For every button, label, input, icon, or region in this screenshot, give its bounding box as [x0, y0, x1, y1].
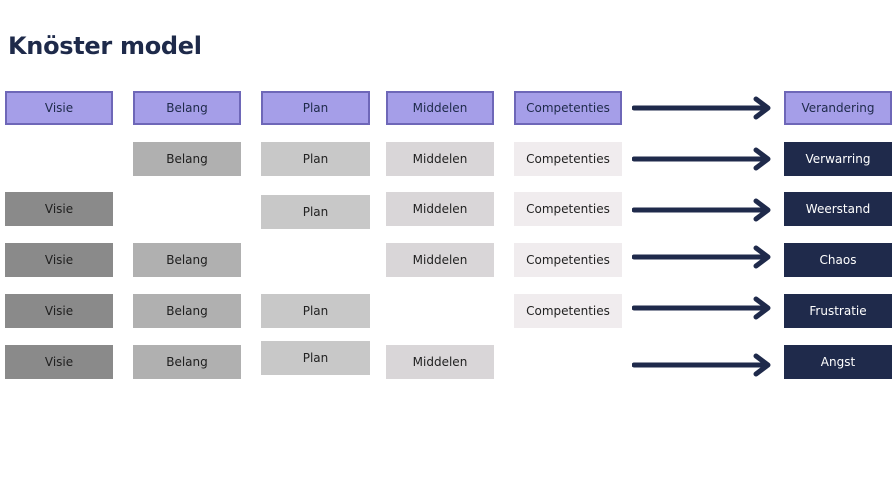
cell-visie: Visie [5, 243, 113, 277]
header-plan: Plan [261, 91, 370, 125]
arrow-icon [632, 96, 771, 120]
header-competenties: Competenties [514, 91, 622, 125]
cell-middelen: Middelen [386, 243, 494, 277]
cell-plan: Plan [261, 195, 370, 229]
cell-belang: Belang [133, 243, 241, 277]
header-belang: Belang [133, 91, 241, 125]
cell-middelen: Middelen [386, 192, 494, 226]
cell-competenties: Competenties [514, 192, 622, 226]
outcome-verwarring: Verwarring [784, 142, 892, 176]
cell-visie: Visie [5, 192, 113, 226]
cell-competenties: Competenties [514, 294, 622, 328]
outcome-angst: Angst [784, 345, 892, 379]
cell-middelen: Middelen [386, 142, 494, 176]
cell-plan: Plan [261, 142, 370, 176]
outcome-weerstand: Weerstand [784, 192, 892, 226]
page-title: Knöster model [8, 32, 202, 60]
cell-visie: Visie [5, 345, 113, 379]
cell-belang: Belang [133, 345, 241, 379]
header-middelen: Middelen [386, 91, 494, 125]
cell-belang: Belang [133, 142, 241, 176]
cell-belang: Belang [133, 294, 241, 328]
cell-visie: Visie [5, 294, 113, 328]
cell-middelen: Middelen [386, 345, 494, 379]
cell-plan: Plan [261, 294, 370, 328]
arrow-icon [632, 198, 771, 222]
cell-competenties: Competenties [514, 243, 622, 277]
arrow-icon [632, 147, 771, 171]
arrow-icon [632, 296, 771, 320]
header-visie: Visie [5, 91, 113, 125]
cell-competenties: Competenties [514, 142, 622, 176]
outcome-chaos: Chaos [784, 243, 892, 277]
arrow-icon [632, 353, 771, 377]
arrow-icon [632, 245, 771, 269]
outcome-verandering: Verandering [784, 91, 892, 125]
outcome-frustratie: Frustratie [784, 294, 892, 328]
cell-plan: Plan [261, 341, 370, 375]
